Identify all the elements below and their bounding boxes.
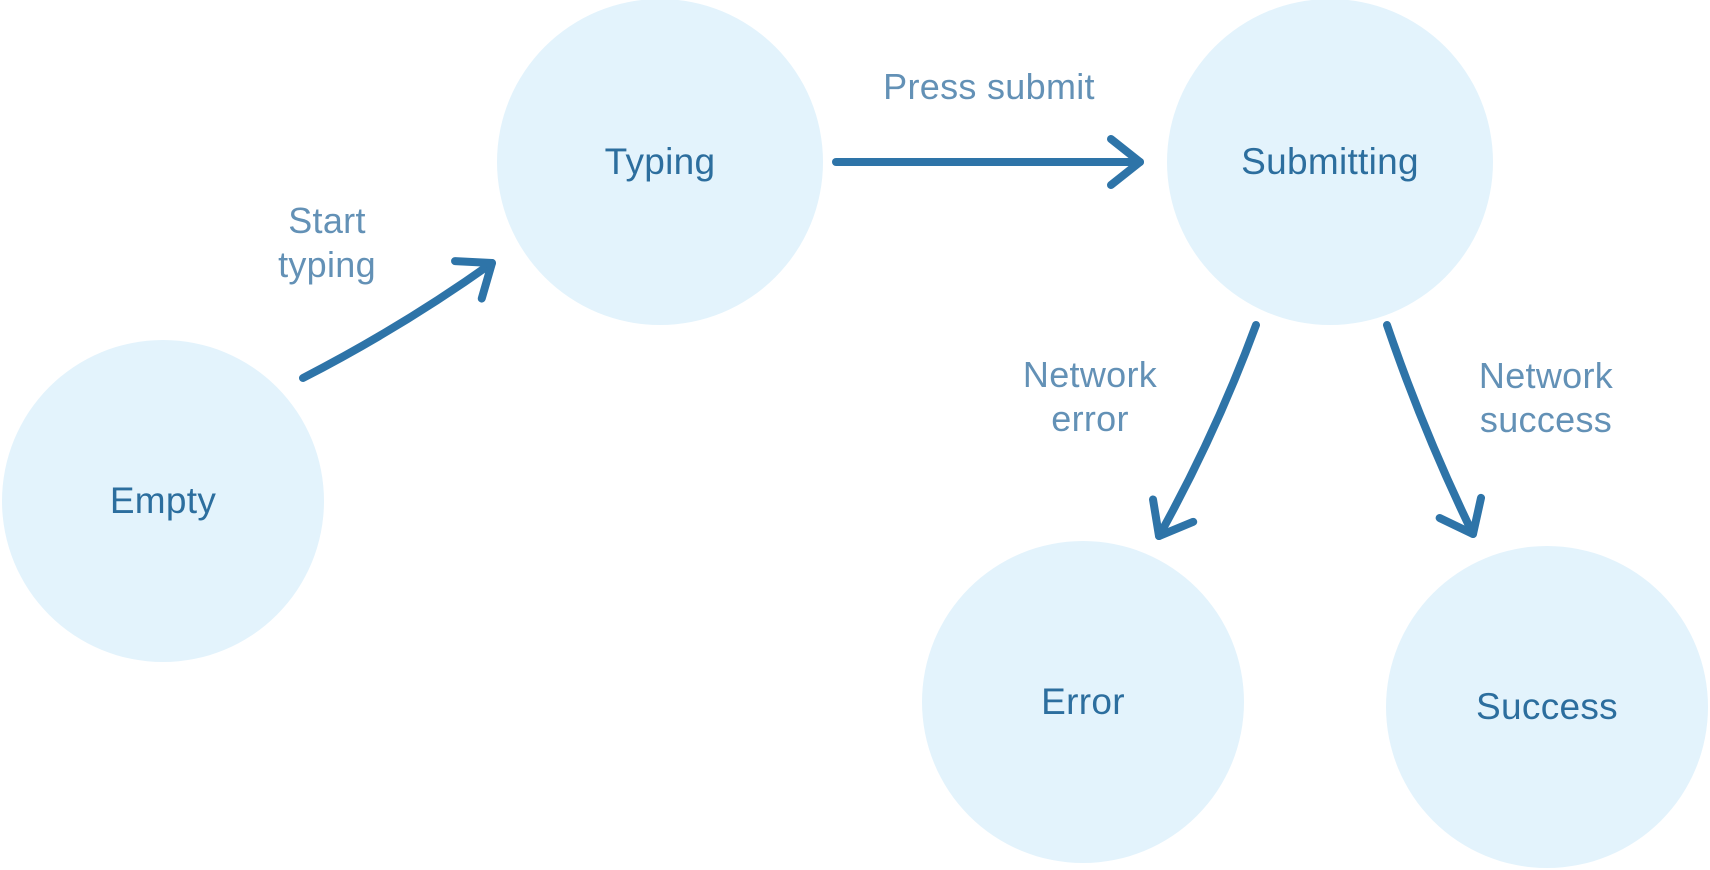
- state-node-label: Typing: [604, 141, 716, 182]
- edge-label-line: Network: [1478, 355, 1614, 396]
- state-node-submitting: Submitting: [1167, 0, 1493, 325]
- state-node-label: Submitting: [1241, 141, 1419, 182]
- edge-label-line: Start: [288, 200, 366, 241]
- edge-network-success-arrow: [1383, 321, 1486, 538]
- edge-label-line: typing: [278, 244, 376, 285]
- state-node-success: Success: [1386, 546, 1708, 868]
- state-node-empty: Empty: [2, 340, 324, 662]
- state-node-label: Empty: [109, 480, 217, 521]
- state-node-typing: Typing: [497, 0, 823, 325]
- edge-label-line: error: [1051, 398, 1129, 439]
- edge-label-line: Press submit: [883, 66, 1095, 107]
- edge-press-submit-label: Press submit: [883, 65, 1095, 109]
- state-node-label: Error: [1041, 681, 1125, 722]
- edge-label-line: success: [1479, 399, 1613, 440]
- edge-label-line: Network: [1022, 354, 1158, 395]
- state-node-error: Error: [922, 541, 1244, 863]
- edge-network-error-arrow: [1149, 321, 1260, 540]
- state-node-label: Success: [1476, 686, 1618, 727]
- edge-start-typing-arrow: [299, 257, 496, 382]
